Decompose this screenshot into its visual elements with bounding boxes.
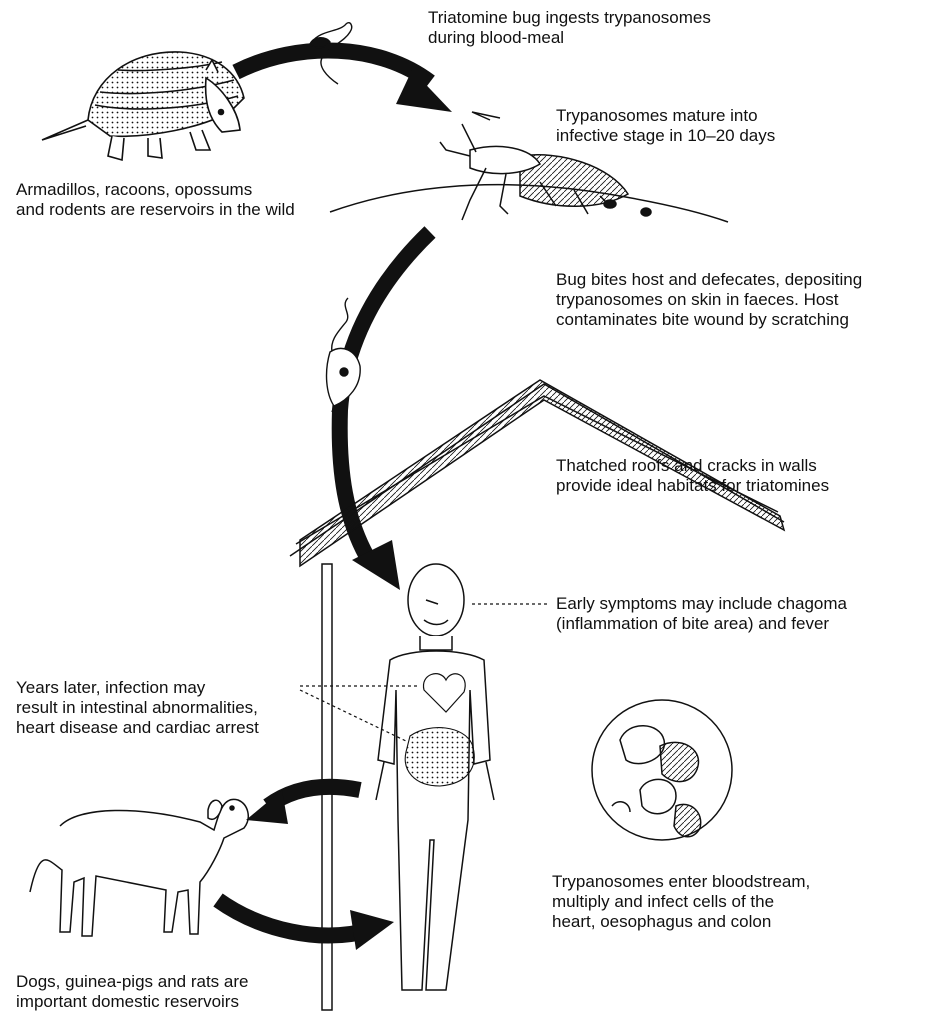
caption-line: multiply and infect cells of the — [552, 892, 810, 912]
caption-line: result in intestinal abnormalities, — [16, 698, 259, 718]
caption-line: Early symptoms may include chagoma — [556, 594, 847, 614]
caption-line: Dogs, guinea-pigs and rats are — [16, 972, 248, 992]
caption-early-symptoms: Early symptoms may include chagoma (infl… — [556, 594, 847, 634]
intestines-icon — [405, 728, 474, 786]
caption-wild-reservoirs: Armadillos, racoons, opossums and rodent… — [16, 180, 295, 220]
caption-line: contaminates bite wound by scratching — [556, 310, 862, 330]
caption-line: Armadillos, racoons, opossums — [16, 180, 295, 200]
caption-bug-ingests: Triatomine bug ingests trypanosomes duri… — [428, 8, 711, 48]
caption-line: provide ideal habitats for triatomines — [556, 476, 829, 496]
caption-line: during blood-meal — [428, 28, 711, 48]
caption-line: heart disease and cardiac arrest — [16, 718, 259, 738]
caption-line: Bug bites host and defecates, depositing — [556, 270, 862, 290]
caption-line: trypanosomes on skin in faeces. Host — [556, 290, 862, 310]
transmission-arrow-reservoir-to-bug — [236, 50, 452, 112]
arrow-dog-to-human — [218, 900, 394, 950]
caption-line: (inflammation of bite area) and fever — [556, 614, 847, 634]
dog-illustration — [30, 799, 248, 936]
caption-habitat: Thatched roofs and cracks in walls provi… — [556, 456, 829, 496]
caption-late-symptoms: Years later, infection may result in int… — [16, 678, 259, 738]
caption-line: Years later, infection may — [16, 678, 259, 698]
caption-line: Trypanosomes mature into — [556, 106, 775, 126]
caption-line: heart, oesophagus and colon — [552, 912, 810, 932]
caption-line: Thatched roofs and cracks in walls — [556, 456, 829, 476]
caption-mature: Trypanosomes mature into infective stage… — [556, 106, 775, 146]
caption-line: and rodents are reservoirs in the wild — [16, 200, 295, 220]
caption-bite: Bug bites host and defecates, depositing… — [556, 270, 862, 330]
trypanosome-icon-middle — [327, 298, 361, 412]
transmission-arrow-bug-to-human — [340, 232, 430, 590]
armadillo-illustration — [42, 52, 244, 160]
arrow-human-to-dog — [246, 787, 360, 824]
bloodstream-magnified-illustration — [592, 700, 732, 840]
caption-line: Triatomine bug ingests trypanosomes — [428, 8, 711, 28]
caption-line: infective stage in 10–20 days — [556, 126, 775, 146]
caption-domestic-reservoirs: Dogs, guinea-pigs and rats are important… — [16, 972, 248, 1012]
caption-bloodstream: Trypanosomes enter bloodstream, multiply… — [552, 872, 810, 932]
caption-line: important domestic reservoirs — [16, 992, 248, 1012]
caption-line: Trypanosomes enter bloodstream, — [552, 872, 810, 892]
